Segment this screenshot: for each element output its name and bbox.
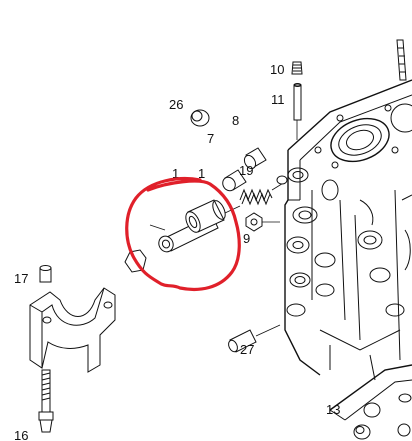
part-8-plug — [243, 147, 267, 170]
callout-9: 9 — [243, 231, 250, 246]
callout-27: 27 — [240, 342, 254, 357]
callout-13: 13 — [326, 402, 340, 417]
callout-7: 7 — [207, 131, 214, 146]
part-16-bolt — [38, 369, 54, 433]
callout-16: 16 — [14, 428, 28, 441]
callout-19: 19 — [239, 163, 253, 178]
part-27-dowel — [228, 324, 281, 353]
callout-11: 11 — [271, 92, 285, 107]
part-17-pin — [39, 265, 52, 283]
callout-17: 17 — [14, 271, 28, 286]
bearing-cap — [29, 287, 116, 373]
part-9-nut — [245, 212, 280, 232]
engine-block — [284, 39, 412, 421]
part-19-spring — [239, 175, 288, 206]
callout-8: 8 — [232, 113, 239, 128]
part-11-rod — [293, 83, 302, 140]
red-annotation-circle — [125, 176, 241, 292]
svg-text:1: 1 — [198, 166, 205, 181]
callout-26: 26 — [169, 97, 183, 112]
callout-10: 10 — [270, 62, 284, 77]
part-26-plug — [190, 109, 210, 127]
part-10-stud — [291, 61, 303, 75]
circled-sleeve-assembly: 1 1 — [149, 166, 241, 253]
part-7-plug — [222, 169, 247, 192]
part-13-plug — [353, 402, 411, 440]
svg-text:1: 1 — [172, 166, 179, 181]
